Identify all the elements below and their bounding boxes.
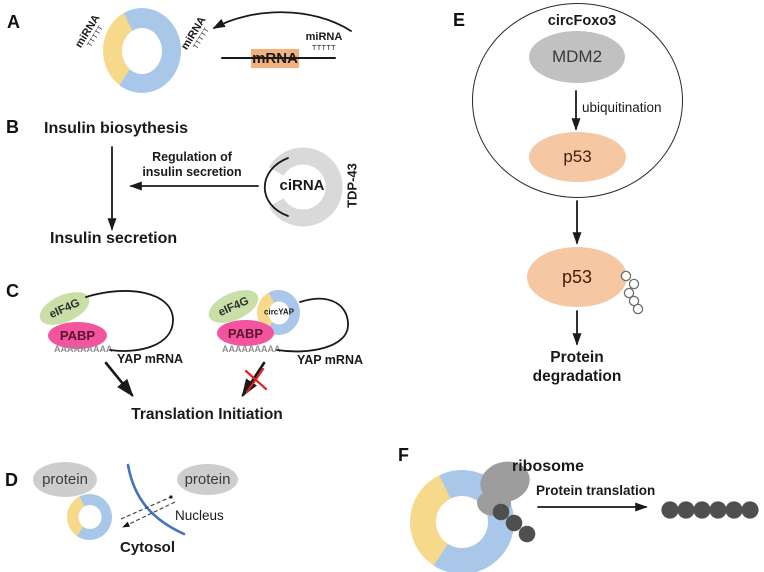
yap-mrna-label-right: YAP mRNA (297, 353, 363, 367)
regulation-caption-line1: Regulation of (152, 150, 232, 164)
ubiquitination-label: ubiquitination (582, 100, 662, 115)
cirna-label: ciRNA (279, 177, 325, 194)
free-mirna-seq: TTTTT (312, 45, 336, 52)
protein-chain-bead (677, 501, 695, 519)
protein-chain-bead (661, 501, 679, 519)
panel-a-label: A (7, 12, 20, 32)
panel-d-label: D (5, 470, 18, 490)
yap-mrna-label-left: YAP mRNA (117, 352, 183, 366)
circyap-label: circYAP (264, 307, 294, 317)
ribosome-label: ribosome (512, 458, 585, 475)
circfoxo3-circle (472, 3, 683, 198)
translation-arrow-left (104, 361, 134, 398)
protein-ellipse-nucleus: protein (177, 464, 238, 495)
red-cross-stroke-1 (244, 369, 268, 391)
mirna-sponge-arrow (212, 11, 352, 32)
circfoxo3-label: circFoxo3 (547, 13, 617, 29)
nascent-peptide-bead (518, 525, 536, 543)
ubiquitin-bead (623, 287, 635, 299)
tdp43-label: TDP-43 (344, 163, 360, 208)
insulin-secretion-text: Insulin secretion (50, 230, 178, 247)
ubiquitin-bead (632, 303, 644, 315)
panel-c-label: C (6, 281, 19, 301)
ubiquitin-bead (628, 278, 640, 290)
regulation-caption-line2: insulin secretion (142, 165, 242, 179)
cytosol-label: Cytosol (120, 539, 176, 556)
protein-chain-bead (725, 501, 743, 519)
polya-tail-right: AAAAAAAAA (222, 344, 281, 354)
nuclear-membrane-arc (126, 463, 186, 536)
ubiquitin-bead (628, 295, 640, 307)
panel-e-label: E (453, 10, 466, 30)
protein-chain-bead (741, 501, 759, 519)
protein-ellipse-cytosol: protein (33, 462, 97, 497)
protein-degradation-line2: degradation (532, 368, 622, 385)
circrna-ring-d (67, 494, 112, 540)
mirna-site-right: miRNA TTTTT (178, 12, 218, 60)
panel-f-label: F (398, 445, 409, 465)
ribosome-small-subunit (477, 490, 511, 516)
pabp-ellipse-right: PABP (217, 320, 274, 346)
protein-degradation-text: Protein degradation (533, 348, 622, 386)
translation-arrow-right-blocked (241, 361, 266, 398)
protein-chain-bead (693, 501, 711, 519)
red-cross-stroke-2 (245, 367, 265, 394)
ring-hole (122, 27, 162, 74)
free-mirna-label: miRNA (305, 31, 343, 43)
panel-b-label: B (6, 117, 19, 137)
free-mirna: miRNA TTTTT (300, 32, 348, 54)
p53-ellipse-inner: p53 (529, 132, 626, 182)
protein-translation-label: Protein translation (536, 483, 656, 498)
mrna-box: mRNA (251, 49, 299, 68)
insulin-biosynthesis-text: Insulin biosythesis (44, 120, 189, 137)
protein-chain-bead (709, 501, 727, 519)
mdm2-ellipse: MDM2 (529, 31, 625, 83)
translation-initiation-text: Translation Initiation (131, 406, 283, 423)
polya-tail-left: AAAAAAAAA (54, 344, 113, 354)
shuttle-arrow-to-cytosol (122, 501, 176, 528)
ring-hole (78, 505, 101, 529)
protein-degradation-line1: Protein (550, 349, 604, 366)
shuttle-arrow-to-nucleus (120, 495, 173, 520)
p53-ellipse-ubiquitinated: p53 (527, 247, 627, 307)
nucleus-label: Nucleus (175, 508, 224, 523)
regulation-caption: Regulation of insulin secretion (142, 150, 241, 180)
circrna-ring-a (103, 8, 181, 93)
